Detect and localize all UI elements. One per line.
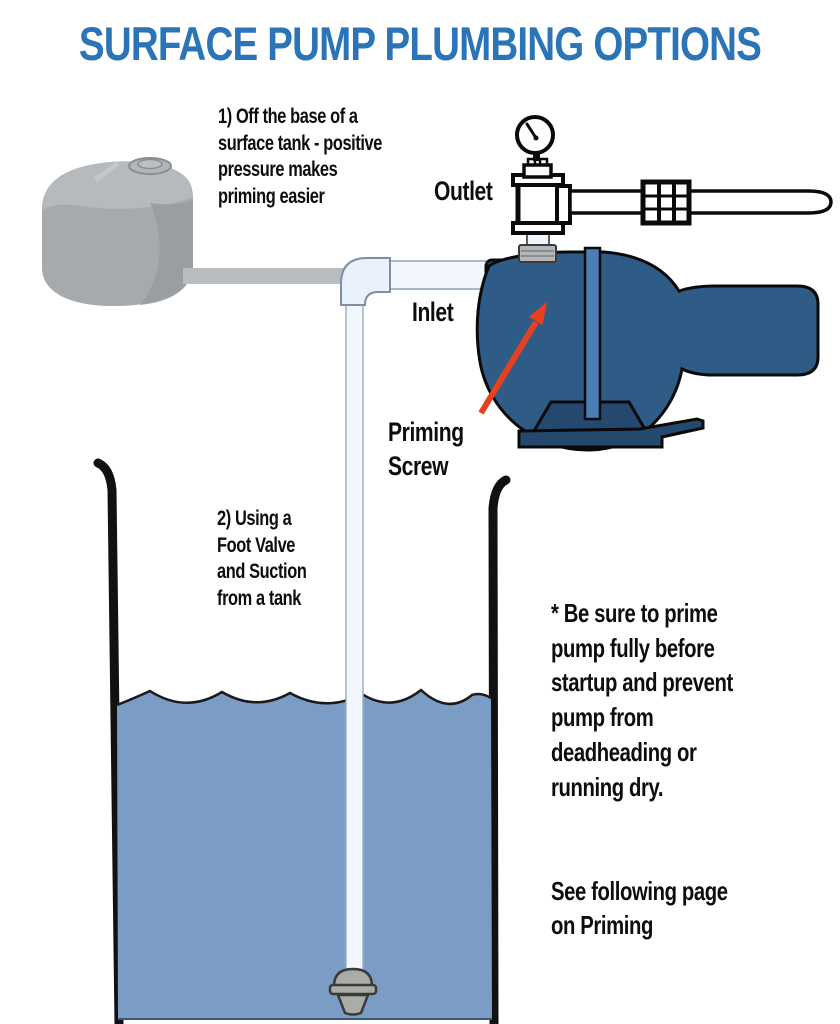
foot-valve-cup [336, 993, 370, 1016]
page-title: SURFACE PUMP PLUMBING OPTIONS [78, 17, 762, 70]
priming-note-text: * Be sure to prime pump fully before sta… [551, 597, 733, 802]
surface-tank-icon [42, 157, 193, 307]
surface-tank-lid-top [137, 158, 163, 170]
suction-drop-pipe [345, 299, 364, 974]
pipe-elbow-fitting [340, 257, 391, 306]
surface-pump-icon [475, 246, 820, 452]
inlet-label: Inlet [412, 297, 454, 327]
tee-bottom-flange [511, 221, 565, 235]
outlet-pipe [568, 189, 833, 215]
outlet-label: Outlet [434, 176, 493, 206]
priming-note: * Be sure to prime pump fully before sta… [551, 561, 785, 978]
water-surface-line [116, 688, 492, 707]
arrow-shaft [478, 320, 539, 415]
pump-foot-plate [517, 417, 705, 449]
tank2-left-wall [93, 458, 124, 1024]
priming-screw-arrow [478, 302, 547, 415]
threaded-coupler [518, 244, 557, 263]
pump-body [475, 250, 820, 452]
gauge-needle-hub [533, 135, 539, 141]
foot-valve-icon [328, 967, 378, 1016]
gauge-stem [533, 150, 540, 161]
gauge-needle [525, 122, 538, 140]
union-fitting [640, 179, 692, 226]
tee-side-flange [555, 184, 572, 225]
outlet-assembly [511, 115, 833, 263]
annotation-option1: 1) Off the base of a surface tank - posi… [218, 105, 382, 208]
surface-tank-shade [140, 200, 193, 305]
tank-outlet-pipe [183, 268, 355, 284]
gauge-mount [522, 163, 553, 179]
tank2-water [117, 690, 492, 1020]
foot-valve-band [328, 983, 378, 996]
see-following-text: See following page on Priming [551, 875, 728, 941]
priming-screw-label: Priming Screw [388, 417, 464, 482]
annotation-option2: 2) Using a Foot Valve and Suction from a… [217, 507, 307, 610]
pump-stripe [583, 246, 602, 421]
tank2-right-wall [488, 475, 511, 1024]
tee-fitting-body [515, 180, 561, 229]
surface-tank-seam [93, 161, 120, 183]
arrow-head [528, 302, 547, 326]
